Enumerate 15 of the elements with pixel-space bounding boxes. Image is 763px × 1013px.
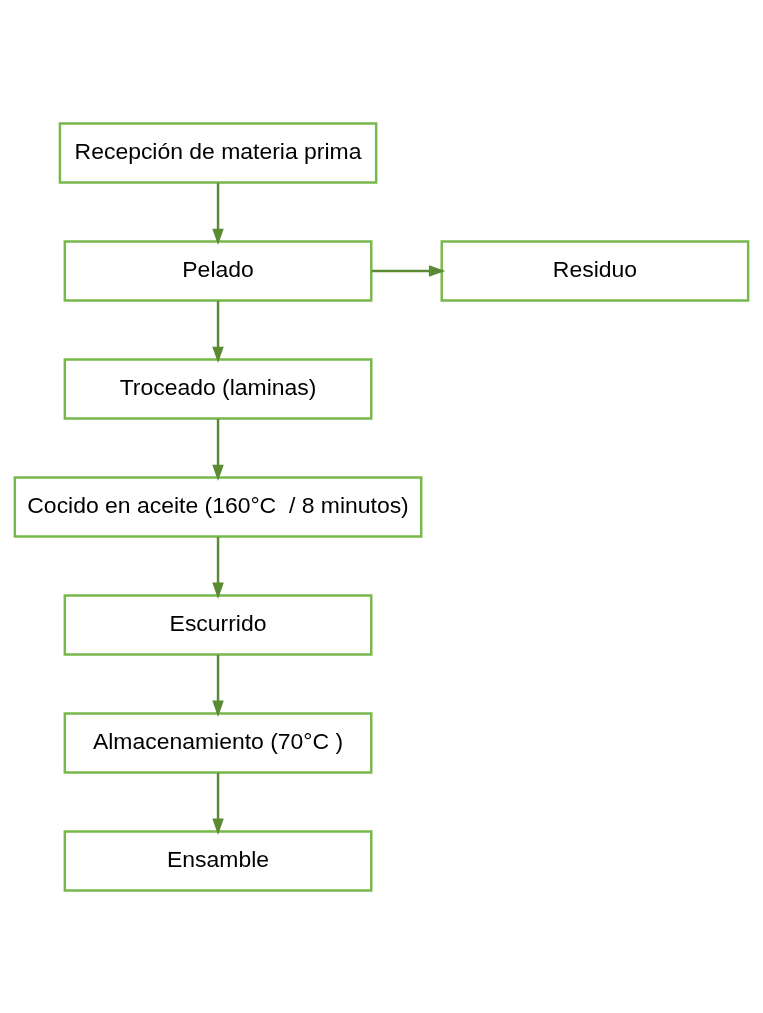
node-box: Recepción de materia prima	[58, 121, 378, 184]
node-box: Troceado (laminas)	[63, 357, 373, 420]
arrow	[212, 300, 224, 363]
node-box: Cocido en aceite (160°C / 8 minutos)	[13, 475, 423, 538]
arrow	[212, 536, 224, 599]
node-box: Pelado	[63, 239, 373, 302]
arrow	[212, 654, 224, 717]
node-box: Residuo	[440, 239, 750, 302]
node-box: Escurrido	[63, 593, 373, 656]
arrow	[212, 418, 224, 481]
arrow	[212, 772, 224, 835]
arrow	[212, 182, 224, 245]
node-box: Almacenamiento (70°C )	[63, 711, 373, 774]
node-box: Ensamble	[63, 829, 373, 892]
arrow	[371, 264, 446, 277]
